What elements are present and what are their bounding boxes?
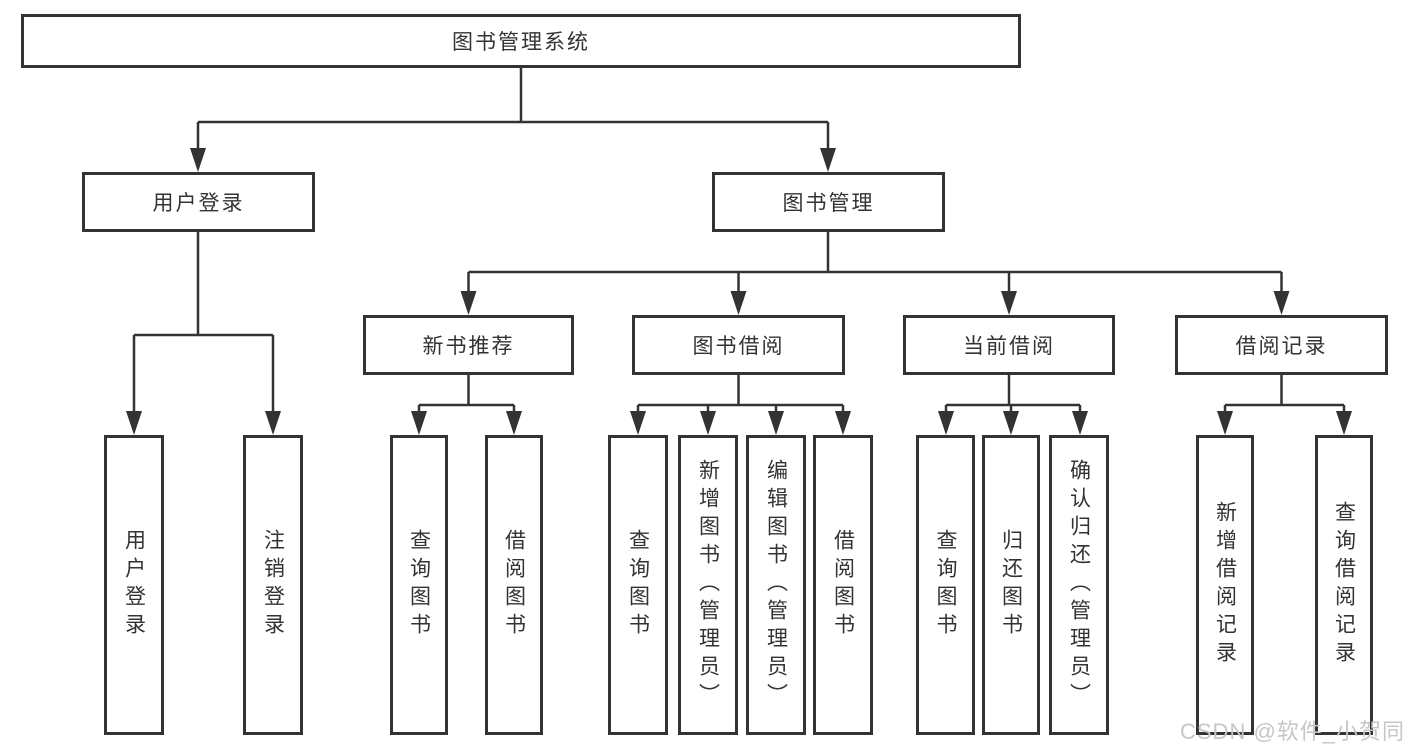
node-book-management: 图书管理 xyxy=(712,172,945,232)
leaf-query-books-recommend: 查询图书 xyxy=(390,435,448,735)
node-new-book-recommend: 新书推荐 xyxy=(363,315,574,375)
connector-line xyxy=(132,232,275,413)
connector-line xyxy=(196,68,830,150)
node-borrow-records: 借阅记录 xyxy=(1175,315,1388,375)
arrowhead-down-icon xyxy=(1273,291,1290,315)
arrowhead-down-icon xyxy=(835,411,851,435)
connector-root-to-level2 xyxy=(190,68,836,172)
arrowhead-down-icon xyxy=(460,291,477,315)
arrowhead-down-icon xyxy=(700,411,716,435)
watermark: CSDN @软件_小贺同学 xyxy=(1180,719,1405,744)
leaf-user-login: 用户登录 xyxy=(104,435,164,735)
connector-line xyxy=(636,375,845,413)
arrowhead-down-icon xyxy=(411,411,427,435)
node-user-login: 用户登录 xyxy=(82,172,315,232)
arrowhead-down-icon xyxy=(190,148,206,172)
connector-book-management-to-level3 xyxy=(460,232,1290,315)
leaf-return-books: 归还图书 xyxy=(982,435,1040,735)
connector-current-borrow-to-leaves xyxy=(938,375,1088,435)
arrowhead-down-icon xyxy=(730,291,747,315)
leaf-edit-books-admin: 编辑图书（管理员） xyxy=(746,435,806,735)
arrowhead-down-icon xyxy=(820,148,836,172)
connector-line xyxy=(467,232,1283,293)
node-current-borrow: 当前借阅 xyxy=(903,315,1115,375)
leaf-add-borrow-record: 新增借阅记录 xyxy=(1196,435,1254,735)
leaf-add-books-admin: 新增图书（管理员） xyxy=(678,435,738,735)
leaf-confirm-return-admin: 确认归还（管理员） xyxy=(1049,435,1109,735)
arrowhead-down-icon xyxy=(630,411,646,435)
arrowhead-down-icon xyxy=(768,411,784,435)
arrowhead-down-icon xyxy=(126,411,142,435)
connector-borrow-records-to-leaves xyxy=(1217,375,1352,435)
node-library-system: 图书管理系统 xyxy=(21,14,1021,68)
leaf-query-books-borrow: 查询图书 xyxy=(608,435,668,735)
connector-line xyxy=(944,375,1082,413)
connector-book-borrow-to-leaves xyxy=(630,375,851,435)
arrowhead-down-icon xyxy=(1003,411,1019,435)
arrowhead-down-icon xyxy=(1072,411,1088,435)
connector-line xyxy=(417,375,516,413)
arrowhead-down-icon xyxy=(1001,291,1017,315)
leaf-borrow-books: 借阅图书 xyxy=(813,435,873,735)
node-book-borrow: 图书借阅 xyxy=(632,315,845,375)
leaf-borrow-books-recommend: 借阅图书 xyxy=(485,435,543,735)
arrowhead-down-icon xyxy=(938,411,954,435)
connector-line xyxy=(1223,375,1346,413)
leaf-query-books-current: 查询图书 xyxy=(916,435,975,735)
leaf-query-borrow-record: 查询借阅记录 xyxy=(1315,435,1373,735)
connector-user-login-to-leaves xyxy=(126,232,281,435)
leaf-logout: 注销登录 xyxy=(243,435,303,735)
arrowhead-down-icon xyxy=(506,411,522,435)
arrowhead-down-icon xyxy=(1217,411,1233,435)
arrowhead-down-icon xyxy=(265,411,281,435)
connector-new-book-recommend-to-leaves xyxy=(411,375,522,435)
arrowhead-down-icon xyxy=(1336,411,1352,435)
